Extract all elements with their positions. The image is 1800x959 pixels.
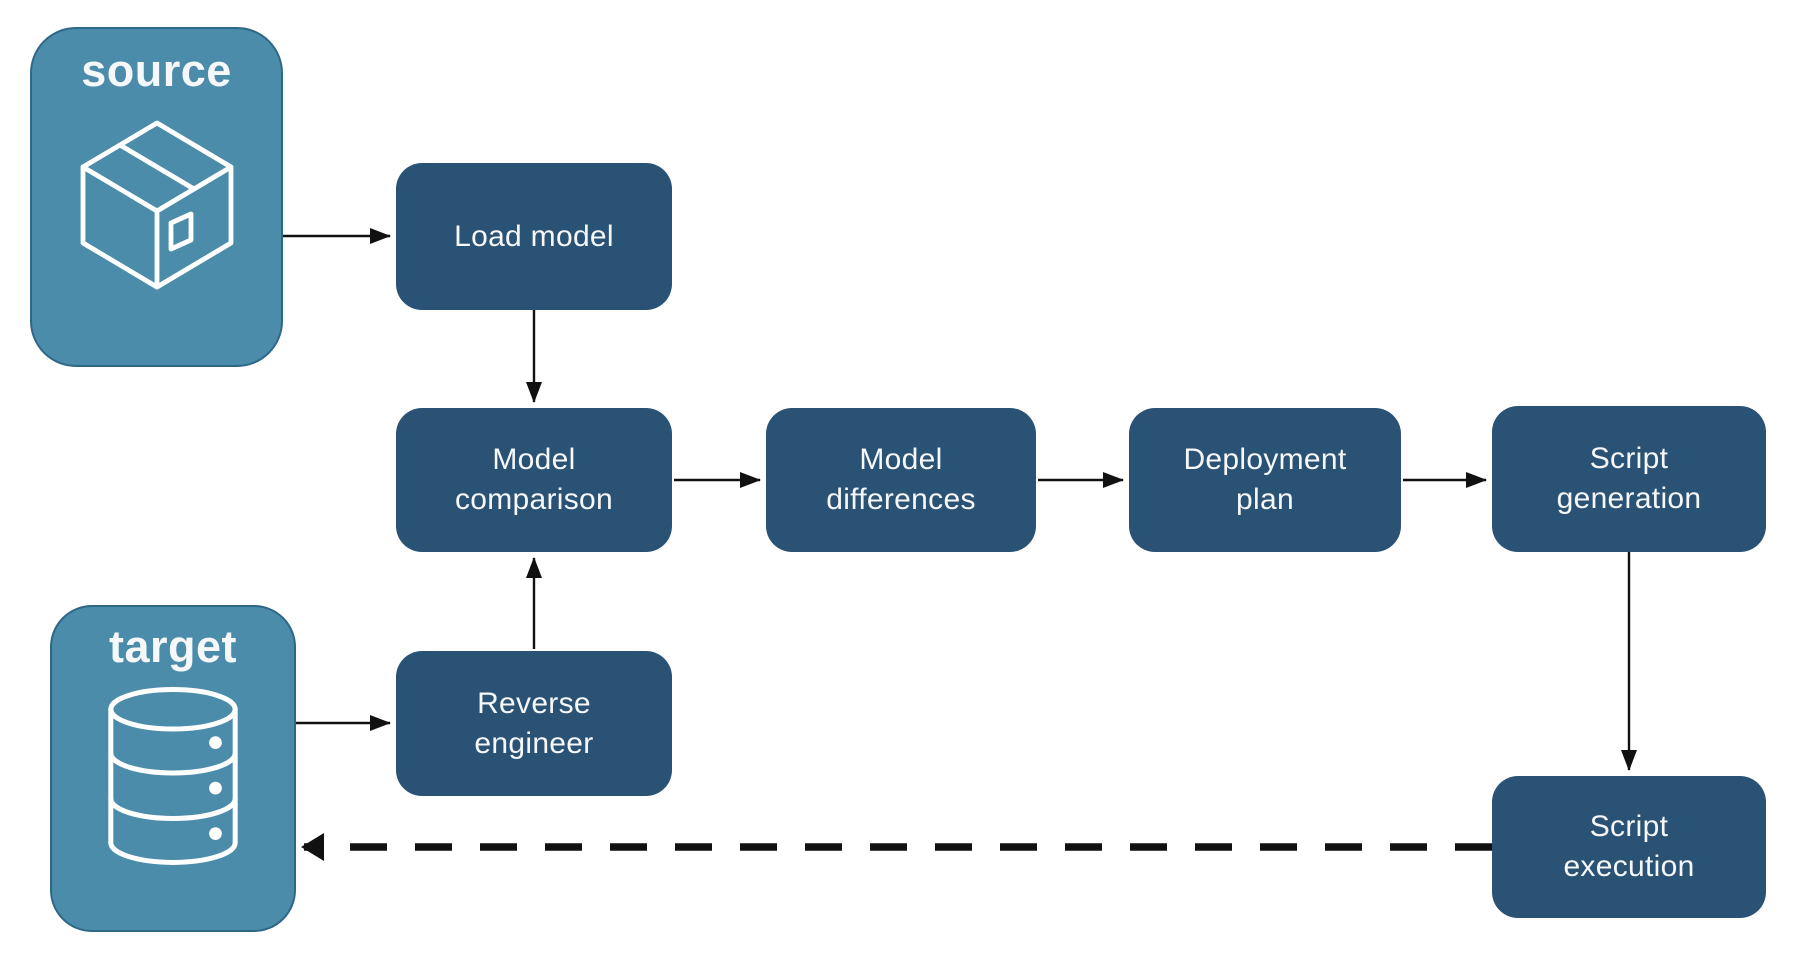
script-execution-label: Script execution	[1563, 810, 1695, 883]
database-icon	[108, 687, 238, 865]
node-model-comparison: Model comparison	[396, 408, 672, 552]
reverse-engineer-label: Reverse engineer	[474, 686, 594, 760]
node-source: source	[30, 27, 283, 367]
load-model-label: Load model	[454, 219, 614, 253]
model-differences-label: Model differences	[826, 443, 976, 516]
package-icon	[80, 120, 233, 290]
script-generation-label: Script generation	[1556, 442, 1702, 515]
node-script-execution: Script execution	[1492, 776, 1766, 918]
source-label: source	[81, 45, 232, 96]
node-script-generation: Script generation	[1492, 406, 1766, 552]
node-load-model: Load model	[396, 163, 672, 310]
node-reverse-engineer: Reverse engineer	[396, 651, 672, 796]
node-deployment-plan: Deployment plan	[1129, 408, 1401, 552]
model-comparison-label: Model comparison	[454, 443, 614, 516]
target-label: target	[108, 621, 238, 672]
deployment-plan-label: Deployment plan	[1183, 443, 1347, 516]
node-target: target	[50, 605, 296, 932]
node-model-differences: Model differences	[766, 408, 1036, 552]
